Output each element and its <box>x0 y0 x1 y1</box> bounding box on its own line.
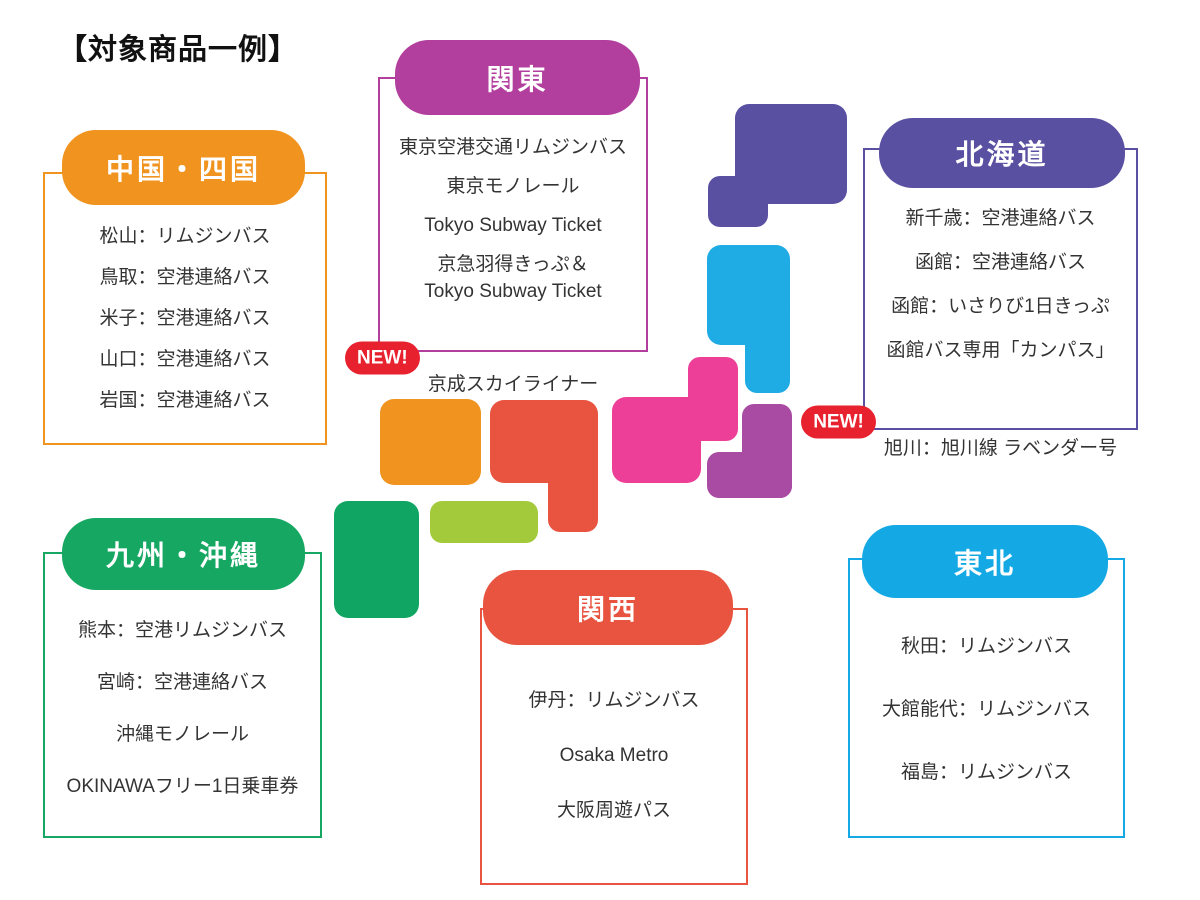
product-item: Tokyo Subway Ticket <box>424 214 602 236</box>
product-item: 鳥取：空港連絡バス <box>99 266 271 288</box>
region-kyushu-okinawa-header: 九州・沖縄 <box>62 518 305 590</box>
region-kansai-box: 伊丹：リムジンバス Osaka Metro 大阪周遊パス <box>480 608 748 885</box>
product-item: 松山：リムジンバス <box>99 226 271 247</box>
new-badge: NEW! <box>345 341 420 375</box>
map-region-hokkaido <box>708 176 768 227</box>
product-item: 福島：リムジンバス <box>900 761 1072 783</box>
region-chugoku-shikoku-box: 松山：リムジンバス 鳥取：空港連絡バス 米子：空港連絡バス 山口：空港連絡バス … <box>43 172 327 445</box>
region-kanto-box: 東京空港交通リムジンバス 東京モノレール Tokyo Subway Ticket… <box>345 77 648 395</box>
product-item: NEW! 京成スカイライナー <box>345 318 599 399</box>
region-chugoku-shikoku-header: 中国・四国 <box>62 130 305 205</box>
map-region-kyushu <box>334 501 419 618</box>
map-region-chugoku <box>380 399 481 485</box>
region-hokkaido: 新千歳：空港連絡バス 函館：空港連絡バス 函館：いさりび1日きっぷ 函館バス専用… <box>801 118 1138 459</box>
map-region-kanto <box>707 452 792 498</box>
region-tohoku-header: 東北 <box>862 525 1108 598</box>
region-kansai: 伊丹：リムジンバス Osaka Metro 大阪周遊パス 関西 <box>480 570 748 887</box>
product-item: 京急羽得きっぷ＆ Tokyo Subway Ticket <box>424 253 602 302</box>
product-item: 熊本：空港リムジンバス <box>77 620 287 641</box>
map-region-tohoku <box>745 298 790 393</box>
product-item-label: 京成スカイライナー <box>427 373 599 395</box>
product-item: 岩国：空港連絡バス <box>99 389 271 411</box>
region-kyushu-okinawa: 熊本：空港リムジンバス 宮崎：空港連絡バス 沖縄モノレール OKINAWAフリー… <box>43 518 322 840</box>
product-item: 新千歳：空港連絡バス <box>905 208 1096 229</box>
product-item: 函館：空港連絡バス <box>914 251 1086 273</box>
product-item: 沖縄モノレール <box>115 723 249 745</box>
region-tohoku: 秋田：リムジンバス 大館能代：リムジンバス 福島：リムジンバス 東北 <box>848 525 1125 840</box>
region-tohoku-box: 秋田：リムジンバス 大館能代：リムジンバス 福島：リムジンバス <box>848 558 1125 838</box>
product-item: 函館バス専用「カンパス」 <box>886 339 1115 361</box>
map-region-kansai <box>548 453 598 532</box>
new-badge: NEW! <box>801 405 876 439</box>
product-item: 伊丹：リムジンバス <box>528 690 700 711</box>
product-item: NEW! 旭川：旭川線 ラベンダー号 <box>801 382 1118 463</box>
product-item: 函館：いさりび1日きっぷ <box>891 295 1110 317</box>
product-item: 東京空港交通リムジンバス <box>398 137 627 158</box>
map-region-chubu <box>612 397 701 483</box>
product-item: 宮崎：空港連絡バス <box>96 671 268 693</box>
region-kansai-header: 関西 <box>483 570 733 645</box>
product-item: 山口：空港連絡バス <box>99 348 271 370</box>
map-region-shikoku <box>430 501 538 543</box>
region-kanto-header: 関東 <box>395 40 640 115</box>
product-item: 秋田：リムジンバス <box>900 636 1072 657</box>
region-kyushu-okinawa-box: 熊本：空港リムジンバス 宮崎：空港連絡バス 沖縄モノレール OKINAWAフリー… <box>43 552 322 838</box>
region-kanto: 東京空港交通リムジンバス 東京モノレール Tokyo Subway Ticket… <box>345 40 648 395</box>
product-item: Osaka Metro <box>559 744 669 766</box>
region-hokkaido-box: 新千歳：空港連絡バス 函館：空港連絡バス 函館：いさりび1日きっぷ 函館バス専用… <box>801 148 1138 459</box>
product-item-label: 旭川：旭川線 ラベンダー号 <box>883 437 1118 459</box>
page-title: 【対象商品一例】 <box>58 34 299 66</box>
region-chugoku-shikoku: 松山：リムジンバス 鳥取：空港連絡バス 米子：空港連絡バス 山口：空港連絡バス … <box>43 130 327 448</box>
product-item: 大館能代：リムジンバス <box>881 698 1091 720</box>
product-item: 東京モノレール <box>446 175 580 197</box>
product-item: OKINAWAフリー1日乗車券 <box>66 775 299 797</box>
product-item: 米子：空港連絡バス <box>99 307 271 329</box>
product-item: 大阪周遊パス <box>556 799 671 821</box>
region-hokkaido-header: 北海道 <box>879 118 1125 188</box>
